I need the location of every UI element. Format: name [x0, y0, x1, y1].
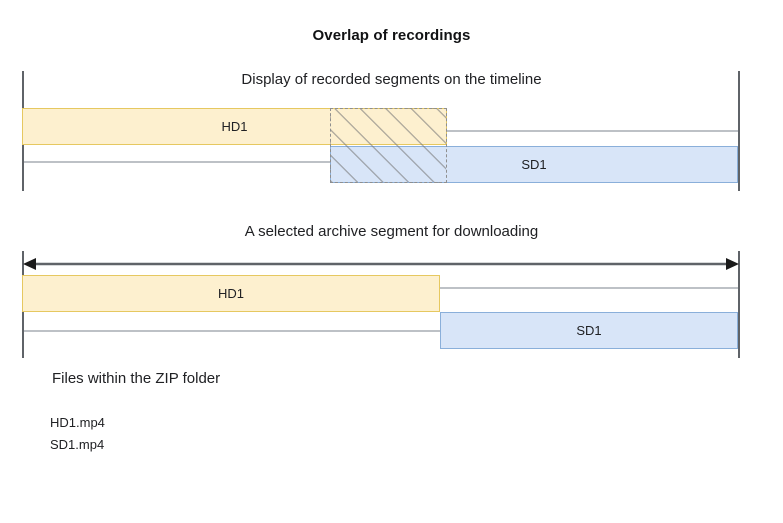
timeline-end-tick: [738, 71, 740, 191]
timeline-selected-archive: HD1 SD1: [0, 245, 783, 358]
selected-bar-hd1[interactable]: HD1: [22, 275, 440, 312]
selected-bar-sd1[interactable]: SD1: [440, 312, 738, 349]
zip-folder-heading: Files within the ZIP folder: [52, 370, 221, 387]
segment-bar-hd1[interactable]: HD1: [22, 108, 447, 145]
page-title: Overlap of recordings: [312, 27, 471, 44]
segment-label-hd1: HD1: [221, 119, 248, 134]
sd-track-line-2: [24, 330, 738, 332]
selection-end-tick: [738, 251, 740, 358]
selection-range-arrow: [22, 256, 740, 272]
zip-file-list: HD1.mp4 SD1.mp4: [50, 412, 105, 456]
selected-label-sd1: SD1: [576, 323, 602, 338]
list-item[interactable]: SD1.mp4: [50, 437, 105, 452]
section-2-caption: A selected archive segment for downloadi…: [244, 223, 539, 240]
section-1-caption: Display of recorded segments on the time…: [241, 71, 542, 88]
timeline-recorded-segments: HD1 SD1: [0, 66, 783, 191]
segment-label-sd1: SD1: [521, 157, 547, 172]
segment-bar-sd1[interactable]: SD1: [330, 146, 738, 183]
selected-label-hd1: HD1: [217, 286, 244, 301]
list-item[interactable]: HD1.mp4: [50, 415, 105, 430]
